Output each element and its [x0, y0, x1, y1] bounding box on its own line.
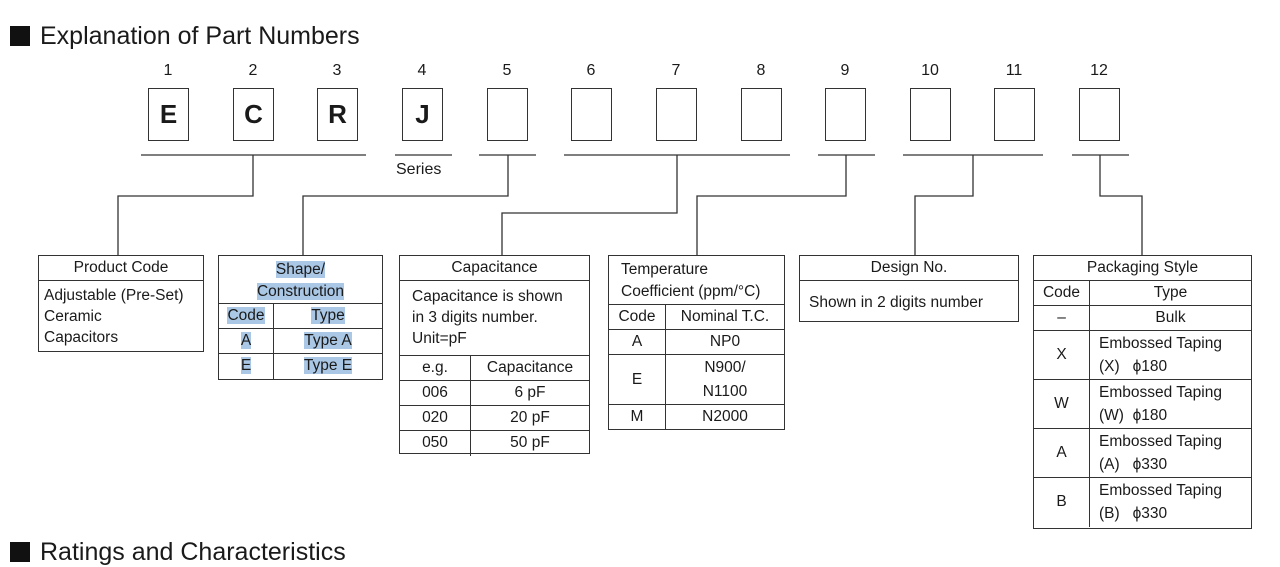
shape-code: A: [240, 332, 252, 349]
cap-code: 020: [400, 405, 471, 431]
part-char-box: C: [233, 88, 274, 141]
temp-col-header: Nominal T.C.: [665, 304, 784, 330]
position-number: 9: [840, 62, 850, 79]
pack-reel: (X) ϕ180: [1099, 358, 1168, 375]
part-char-box: E: [148, 88, 189, 141]
position-number: 11: [1005, 62, 1023, 79]
position-number: 8: [756, 62, 766, 79]
temp-value: NP0: [665, 329, 784, 355]
cap-value: 6 pF: [470, 380, 589, 406]
temp-value: N1100: [702, 382, 748, 400]
shape-title: Shape/: [275, 261, 326, 278]
position-number: 12: [1090, 62, 1108, 79]
pack-reel: (B) ϕ330: [1099, 505, 1168, 523]
position-number: 1: [163, 62, 173, 79]
product-code-table: Product Code Adjustable (Pre-Set) Cerami…: [38, 255, 204, 352]
pack-col-header: Type: [1089, 280, 1251, 306]
position-number: 2: [248, 62, 258, 79]
temp-code: A: [609, 329, 666, 355]
position-number: 7: [671, 62, 681, 79]
part-char-box: [910, 88, 951, 141]
capacitance-table: Capacitance Capacitance is shown in 3 di…: [399, 255, 590, 456]
pack-code: X: [1034, 330, 1090, 380]
capacitance-desc-line: Unit=pF: [412, 330, 467, 347]
square-bullet-icon: [10, 26, 30, 46]
shape-type: Type A: [304, 332, 352, 349]
product-code-title: Product Code: [39, 256, 203, 281]
pack-reel: (A) ϕ330: [1099, 456, 1168, 473]
part-char-box: [656, 88, 697, 141]
product-desc-line: Adjustable (Pre-Set): [44, 287, 184, 304]
pack-code: A: [1034, 428, 1090, 478]
design-title: Design No.: [800, 256, 1018, 281]
pack-col-header: Code: [1034, 280, 1090, 306]
part-char-box: R: [317, 88, 358, 141]
part-char-box: [825, 88, 866, 141]
pack-type: Embossed Taping: [1099, 433, 1222, 450]
position-number: 4: [417, 62, 427, 79]
capacitance-desc-line: Capacitance is shown: [412, 288, 563, 305]
temp-value: N900/: [704, 358, 746, 376]
part-char-box: [994, 88, 1035, 141]
heading-text: Explanation of Part Numbers: [40, 22, 360, 50]
part-char-box: [1079, 88, 1120, 141]
shape-code: E: [240, 357, 252, 375]
cap-col-header: e.g.: [400, 355, 471, 381]
packaging-title: Packaging Style: [1086, 259, 1199, 276]
product-desc-line: Capacitors: [44, 329, 119, 346]
position-number: 5: [502, 62, 512, 79]
pack-reel: (W) ϕ180: [1099, 407, 1168, 424]
pack-code: –: [1034, 305, 1090, 331]
shape-title: Construction: [256, 283, 344, 300]
cap-code: 050: [400, 430, 471, 456]
heading-text: Ratings and Characteristics: [40, 538, 346, 566]
cap-col-header: Capacitance: [470, 355, 589, 381]
pack-type: Embossed Taping: [1099, 335, 1222, 352]
section-heading: Explanation of Part Numbers: [10, 22, 360, 51]
shape-col-header: Code: [227, 307, 265, 324]
part-char-box: [571, 88, 612, 141]
pack-type: Bulk: [1089, 305, 1251, 331]
product-desc-line: Ceramic: [44, 308, 102, 325]
connector-lines: [117, 154, 1143, 255]
square-bullet-icon: [10, 542, 30, 562]
position-number: 6: [586, 62, 596, 79]
series-label: Series: [396, 161, 442, 178]
section-heading-2: Ratings and Characteristics: [10, 538, 346, 567]
shape-col-header: Type: [311, 307, 345, 324]
part-char-box: J: [402, 88, 443, 141]
temp-title: Coefficient (ppm/°C): [621, 283, 761, 300]
design-no-table: Design No. Shown in 2 digits number: [799, 255, 1019, 322]
part-char-box: [487, 88, 528, 141]
pack-type: Embossed Taping: [1099, 482, 1222, 500]
cap-value: 20 pF: [470, 405, 589, 431]
temp-code: M: [609, 404, 666, 430]
temp-value: N2000: [665, 404, 784, 430]
position-number: 10: [921, 62, 939, 79]
shape-type: Type E: [303, 357, 353, 375]
pack-code: W: [1034, 379, 1090, 429]
cap-code: 006: [400, 380, 471, 406]
cap-value: 50 pF: [470, 430, 589, 456]
position-number: 3: [332, 62, 342, 79]
pack-type: Embossed Taping: [1099, 384, 1222, 401]
temp-code: E: [609, 354, 666, 405]
temp-title: Temperature: [621, 261, 709, 278]
capacitance-desc-line: in 3 digits number.: [412, 309, 538, 326]
part-char-box: [741, 88, 782, 141]
temp-col-header: Code: [609, 304, 666, 330]
pack-code: B: [1034, 477, 1090, 527]
design-desc: Shown in 2 digits number: [809, 294, 984, 311]
capacitance-title: Capacitance: [400, 256, 589, 281]
